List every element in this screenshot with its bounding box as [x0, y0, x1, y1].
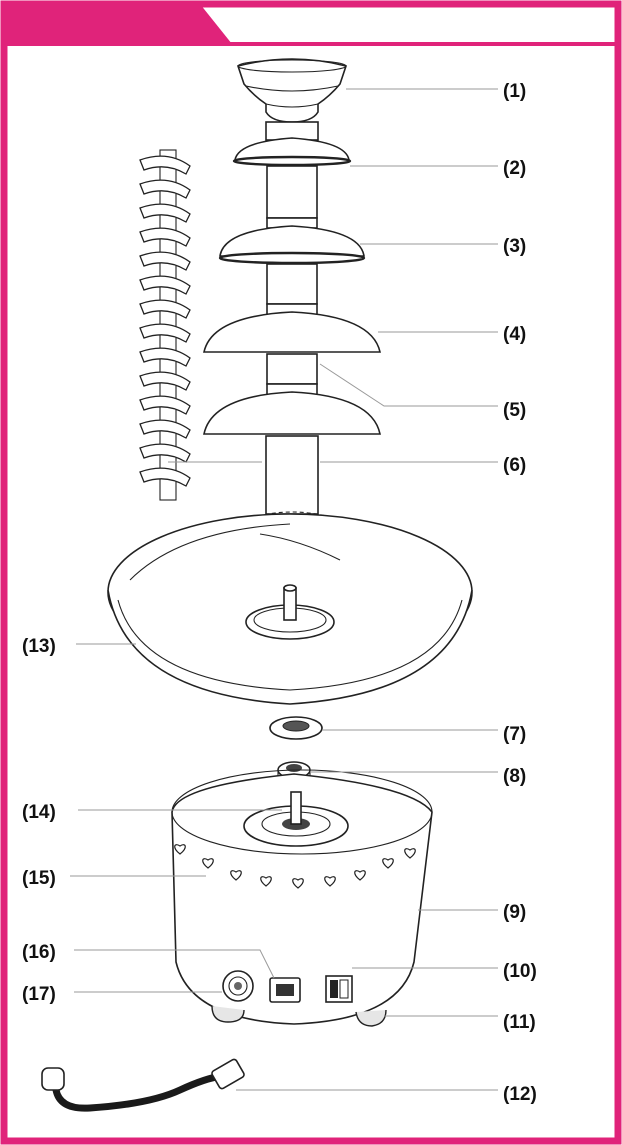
label-8: (8)	[503, 766, 526, 787]
heart-icon	[382, 858, 394, 869]
main-tube	[257, 435, 327, 517]
power-socket	[269, 977, 301, 1003]
tube-3	[266, 353, 318, 385]
heart-icon	[324, 876, 336, 887]
heart-icon	[174, 844, 186, 855]
heart-decorations	[174, 844, 416, 889]
tier-2	[218, 225, 366, 265]
heart-icon	[292, 878, 304, 889]
label-12: (12)	[503, 1084, 537, 1105]
label-14: (14)	[22, 802, 56, 823]
auger-blade	[139, 419, 191, 439]
label-15: (15)	[22, 868, 56, 889]
tier-3	[203, 311, 381, 353]
label-6: (6)	[503, 455, 526, 476]
auger-blade	[139, 251, 191, 271]
label-7: (7)	[503, 724, 526, 745]
auger-blade	[139, 299, 191, 319]
tier-4	[203, 391, 381, 435]
auger-blade	[139, 371, 191, 391]
auger-blade	[139, 179, 191, 199]
label-9: (9)	[503, 902, 526, 923]
auger-blade	[139, 227, 191, 247]
auger-blade	[139, 347, 191, 367]
heart-icon	[260, 876, 272, 887]
label-13: (13)	[22, 636, 56, 657]
heart-icon	[354, 870, 366, 881]
auger-blade	[139, 203, 191, 223]
heart-icon	[202, 858, 214, 869]
tube-1	[266, 165, 318, 219]
label-3: (3)	[503, 236, 526, 257]
auger-blade	[139, 467, 191, 487]
auger-screw	[139, 149, 191, 501]
seal-ring	[269, 716, 323, 740]
tube-2	[266, 263, 318, 305]
label-5: (5)	[503, 400, 526, 421]
label-1: (1)	[503, 81, 526, 102]
label-11: (11)	[503, 1012, 536, 1033]
tier-1	[232, 137, 352, 167]
heart-icon	[404, 848, 416, 859]
control-dial	[222, 970, 254, 1002]
power-cord	[41, 1058, 245, 1112]
label-10: (10)	[503, 961, 537, 982]
auger-blade	[139, 275, 191, 295]
label-4: (4)	[503, 324, 526, 345]
auger-blade	[139, 395, 191, 415]
auger-blade	[139, 443, 191, 463]
label-17: (17)	[22, 984, 56, 1005]
auger-blade	[139, 155, 191, 175]
motor-base-housing	[171, 769, 433, 1027]
label-2: (2)	[503, 158, 526, 179]
power-switch	[325, 975, 353, 1003]
leader-lines	[70, 88, 498, 1091]
auger-blade	[139, 323, 191, 343]
label-16: (16)	[22, 942, 56, 963]
heart-icon	[230, 870, 242, 881]
callout-labels: (1) (2) (3) (4) (5) (6) (7) (8) (9) (10)…	[22, 81, 537, 1105]
base-bowl	[107, 513, 473, 705]
crown-top-part	[236, 58, 348, 141]
